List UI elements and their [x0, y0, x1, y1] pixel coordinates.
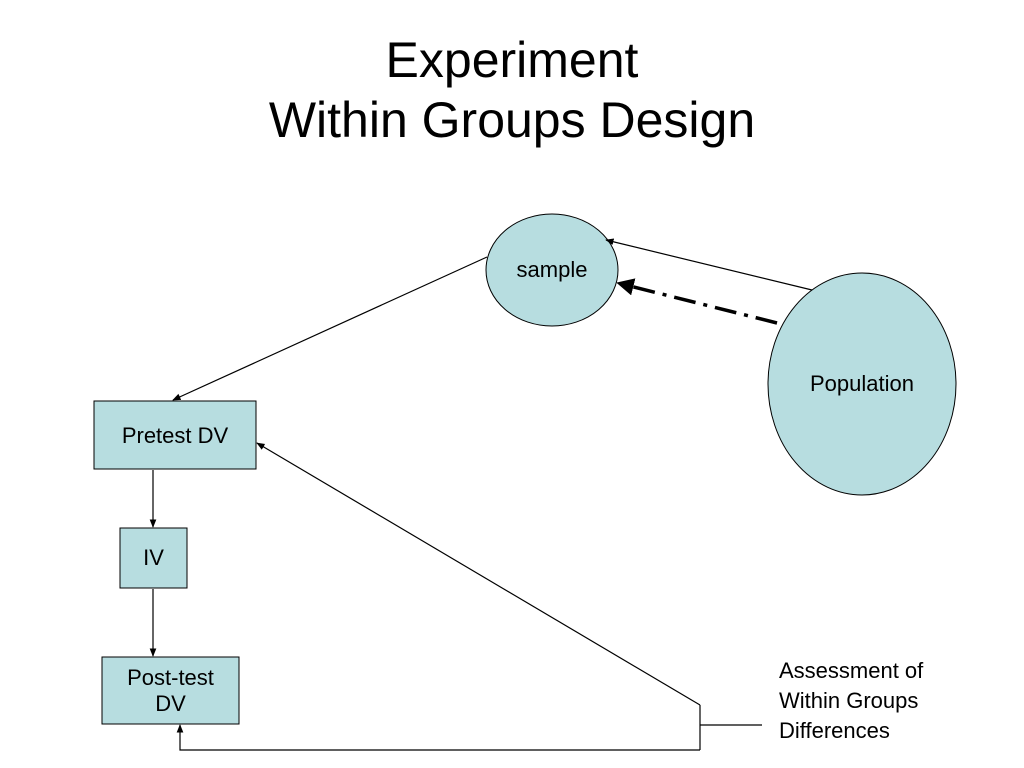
slide-title: Experiment Within Groups Design: [0, 30, 1024, 150]
population-label: Population: [810, 371, 914, 396]
population-to-sample-arrow: [605, 238, 813, 291]
annotation-line-1: Assessment of: [779, 658, 924, 683]
posttest-label-line-1: Post-test: [127, 665, 214, 690]
assessment-to-posttest-arrow: [176, 724, 700, 751]
title-line-1: Experiment: [385, 32, 639, 88]
iv-box: [119, 527, 188, 589]
assessment-annotation: Assessment of Within Groups Differences: [779, 656, 979, 746]
iv-label: IV: [143, 545, 164, 570]
pretest-label: Pretest DV: [121, 423, 229, 448]
sample-to-pretest-arrow: [172, 256, 488, 401]
pretest-box: [93, 400, 257, 470]
title-line-2: Within Groups Design: [268, 92, 756, 148]
assessment-to-pretest-arrow: [256, 442, 701, 706]
annotation-line-2: Within Groups: [779, 688, 919, 713]
posttest-label: Post-test DV: [102, 660, 239, 722]
posttest-box: [101, 656, 240, 725]
annotation-line-3: Differences: [779, 718, 890, 743]
sample-label: sample: [516, 257, 588, 282]
inference-dashed-arrow: [616, 278, 778, 325]
posttest-label-line-2: DV: [155, 691, 186, 716]
population-ellipse: [767, 272, 957, 496]
sample-ellipse: [485, 213, 619, 327]
